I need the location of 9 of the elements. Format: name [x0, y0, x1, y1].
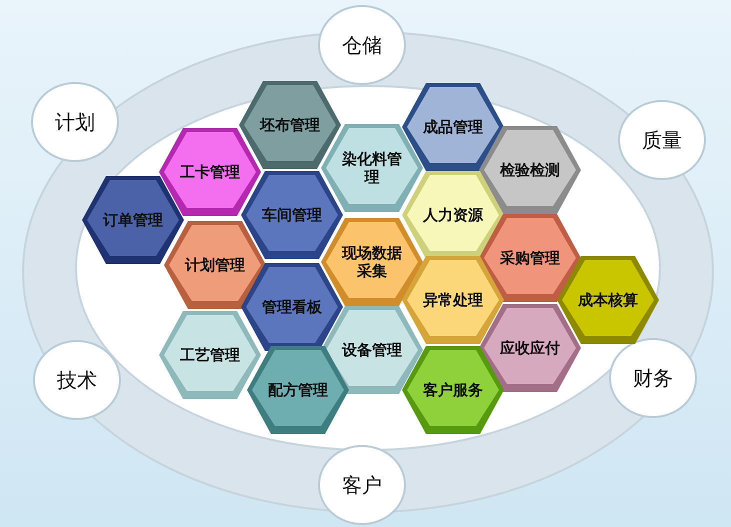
category-circle: 仓储 — [318, 5, 406, 85]
category-circle: 质量 — [618, 100, 706, 180]
category-circle: 计划 — [31, 82, 119, 162]
module-hexagon: 工艺管理 — [159, 311, 261, 399]
module-hexagon: 染化料管理 — [321, 124, 423, 212]
module-hexagon: 订单管理 — [82, 176, 184, 264]
category-circle: 财务 — [609, 338, 697, 418]
category-circle: 客户 — [318, 445, 406, 525]
category-circle: 技术 — [33, 340, 121, 420]
